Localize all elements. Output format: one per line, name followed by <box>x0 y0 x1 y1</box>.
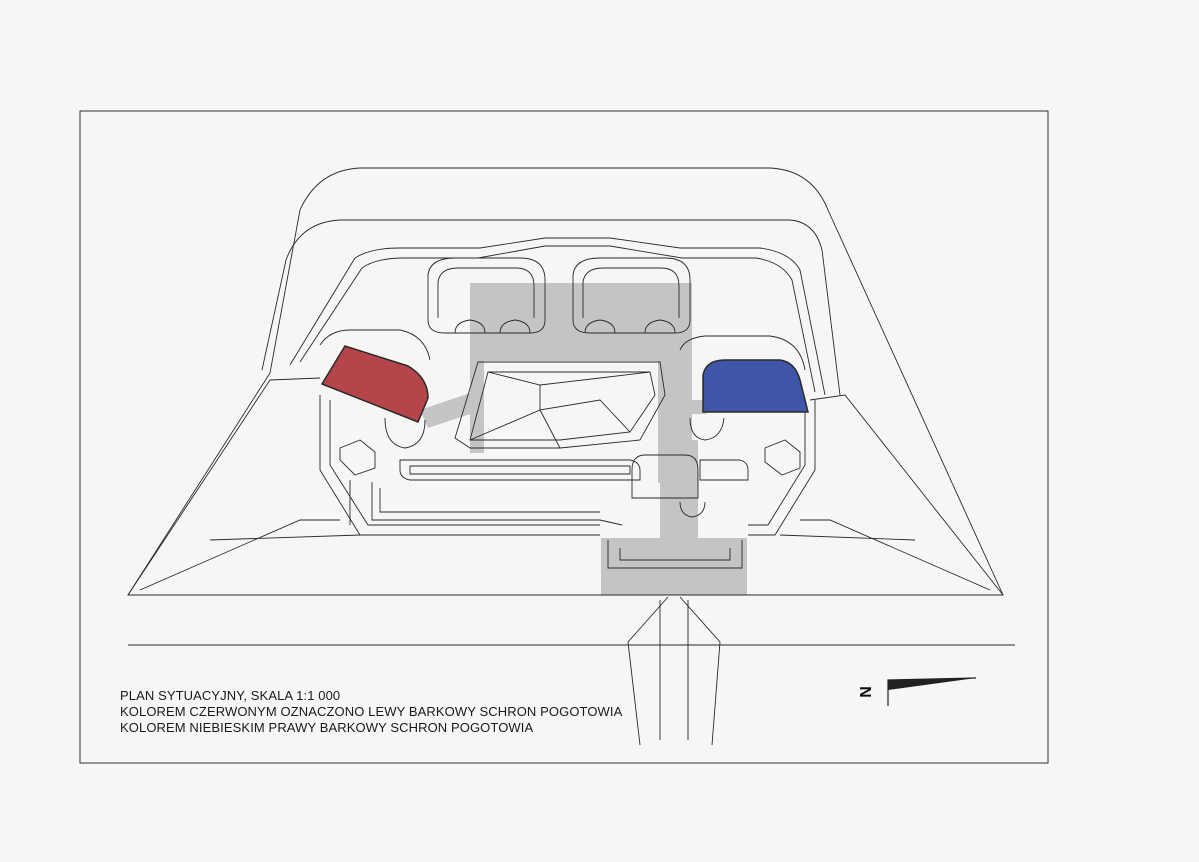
left-shelter-red <box>320 345 429 423</box>
caption-blue-note: KOLOREM NIEBIESKIM PRAWY BARKOWY SCHRON … <box>120 720 534 735</box>
legend-caption: PLAN SYTUACYJNY, SKALA 1:1 000 KOLOREM C… <box>120 688 622 736</box>
caption-red-note: KOLOREM CZERWONYM OZNACZONO LEWY BARKOWY… <box>120 704 623 719</box>
north-arrow <box>887 677 977 706</box>
corridor-network <box>420 283 747 595</box>
caption-title: PLAN SYTUACYJNY, SKALA 1:1 000 <box>120 688 341 703</box>
right-shelter-blue <box>702 359 809 413</box>
drawing-frame <box>79 110 1049 764</box>
fort-outline <box>127 167 1015 746</box>
north-arrow-label: N <box>858 686 875 698</box>
